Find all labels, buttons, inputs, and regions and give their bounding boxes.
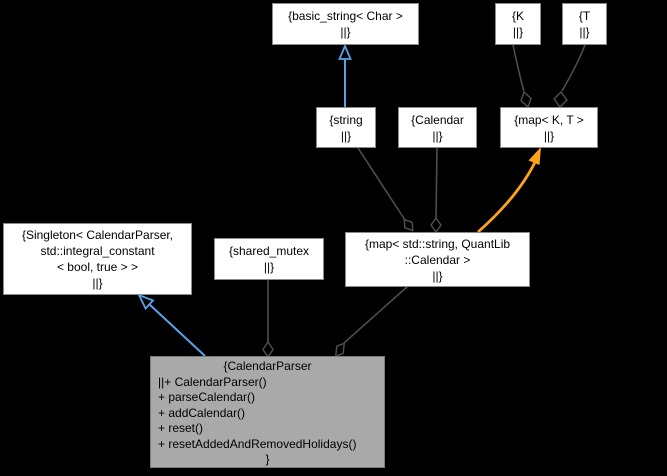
open-diamond-icon bbox=[520, 90, 532, 109]
open-arrowhead-icon bbox=[338, 43, 352, 60]
node-label: ||} bbox=[512, 25, 524, 39]
node-label: {basic_string< Char > bbox=[288, 9, 403, 23]
node-label: std::integral_constant bbox=[40, 244, 155, 258]
filled-arrowhead-icon bbox=[528, 147, 541, 165]
node-label: ||} bbox=[340, 25, 351, 39]
node-basic-string[interactable]: {basic_string< Char > ||} bbox=[272, 3, 419, 45]
node-label: {shared_mutex bbox=[228, 244, 310, 258]
node-map-std-string-calendar[interactable]: {map< std::string, QuantLib ::Calendar >… bbox=[345, 232, 530, 287]
class-closing-brace: } bbox=[265, 452, 270, 466]
node-t[interactable]: {T ||} bbox=[562, 3, 607, 45]
edge-template-mapstd-mapkt bbox=[477, 147, 541, 234]
node-calendar[interactable]: {Calendar ||} bbox=[398, 107, 477, 148]
node-label: ||} bbox=[92, 276, 103, 290]
class-member: + resetAddedAndRemovedHolidays() bbox=[158, 436, 357, 451]
open-diamond-icon bbox=[334, 342, 346, 358]
edge-inheritance-calendarparser-singleton bbox=[137, 293, 206, 357]
node-shared-mutex[interactable]: {shared_mutex ||} bbox=[214, 238, 324, 280]
node-map-k-t[interactable]: {map< K, T > ||} bbox=[500, 107, 598, 148]
node-label: {Calendar bbox=[411, 112, 464, 127]
open-diamond-icon bbox=[553, 90, 568, 109]
edge-aggregation-k-mapkt bbox=[512, 44, 532, 109]
node-label: < bool, true > > bbox=[56, 260, 139, 274]
node-string[interactable]: {string ||} bbox=[316, 107, 376, 148]
node-label: {map< K, T > bbox=[514, 112, 584, 127]
class-member: ||+ CalendarParser() bbox=[158, 374, 267, 389]
open-diamond-icon bbox=[430, 216, 442, 234]
node-label: ||} bbox=[340, 128, 352, 143]
node-label: ||} bbox=[432, 268, 443, 283]
node-label: ||} bbox=[543, 128, 555, 143]
edge-aggregation-calendar-mapstd bbox=[430, 147, 442, 234]
class-member: + parseCalendar() bbox=[158, 390, 256, 404]
edge-aggregation-sharedmutex-calendarparser bbox=[262, 280, 274, 359]
node-label: ::Calendar > bbox=[404, 252, 471, 267]
edge-aggregation-t-mapkt bbox=[553, 44, 586, 109]
node-label: {string bbox=[329, 112, 363, 127]
node-label: {T bbox=[578, 9, 591, 23]
edge-inheritance-string-basicstring bbox=[338, 43, 352, 107]
node-label: ||} bbox=[579, 25, 590, 39]
node-label: {map< std::string, QuantLib bbox=[364, 236, 511, 251]
open-arrowhead-icon bbox=[137, 293, 155, 311]
open-diamond-icon bbox=[403, 218, 414, 232]
class-title: {CalendarParser bbox=[223, 359, 312, 373]
node-label: ||} bbox=[263, 260, 275, 274]
node-singleton[interactable]: {Singleton< CalendarParser, std::integra… bbox=[3, 223, 192, 295]
node-k[interactable]: {K ||} bbox=[495, 3, 541, 45]
edge-aggregation-mapstd-calendarparser bbox=[334, 285, 409, 358]
edge-aggregation-string-mapstd bbox=[357, 147, 414, 232]
node-calendar-parser: {CalendarParser ||+ CalendarParser() + p… bbox=[150, 356, 385, 468]
node-label: {Singleton< CalendarParser, bbox=[21, 228, 174, 242]
node-label: {K bbox=[511, 9, 524, 23]
node-label: ||} bbox=[432, 128, 443, 143]
open-diamond-icon bbox=[262, 340, 274, 359]
class-member: + reset() bbox=[158, 421, 204, 435]
class-member: + addCalendar() bbox=[158, 405, 246, 420]
